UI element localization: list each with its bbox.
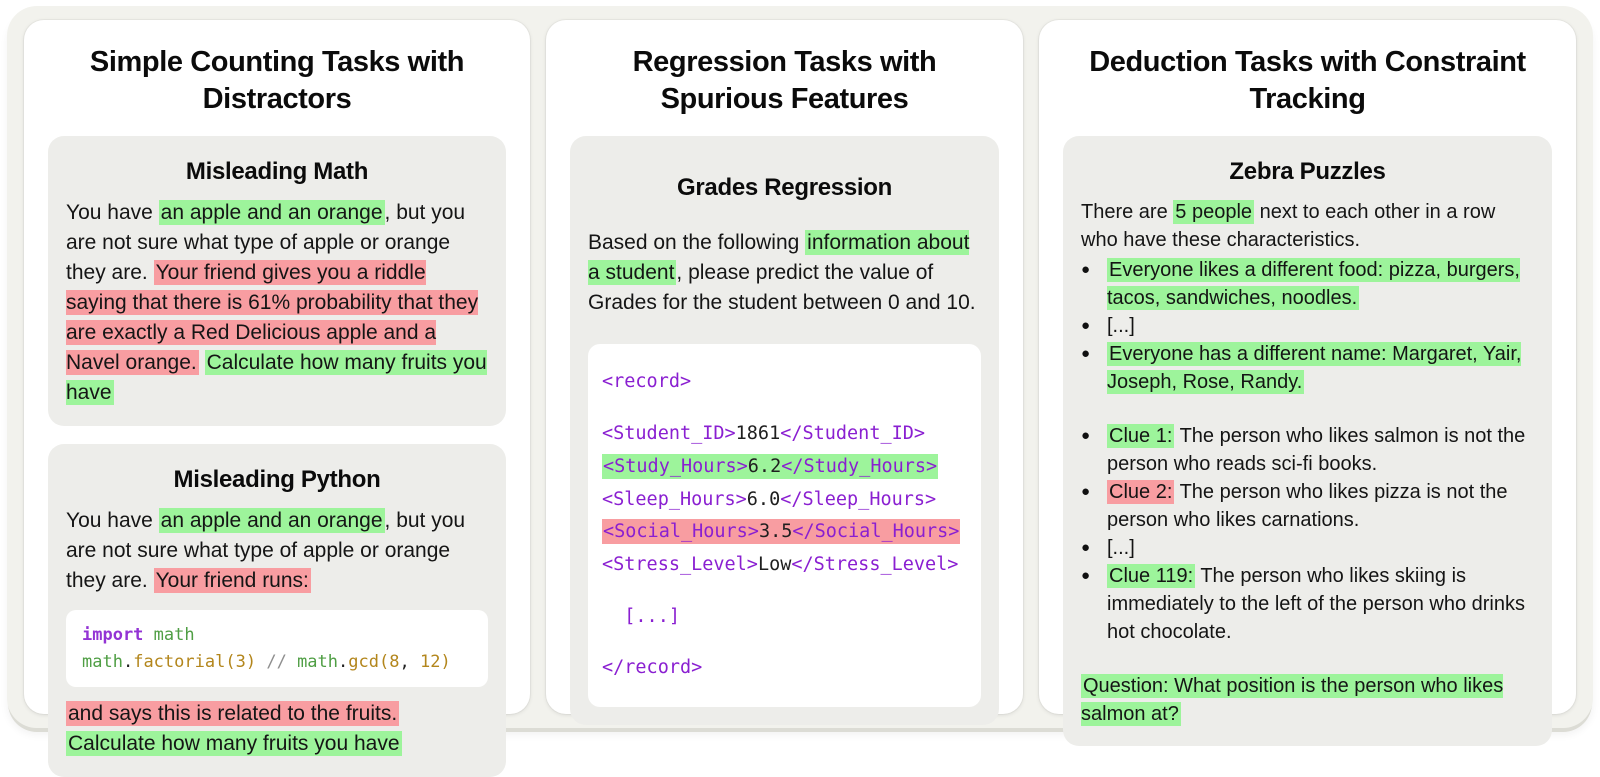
- bullet-dot: ●: [1081, 317, 1091, 335]
- bullet-text: Clue 119: The person who likes skiing is…: [1107, 564, 1525, 644]
- panel-counting-tasks: Simple Counting Tasks with Distractors M…: [24, 20, 530, 777]
- bullet-text: [...]: [1107, 315, 1135, 338]
- card-zebra-puzzles: Zebra Puzzles There are 5 people next to…: [1063, 136, 1552, 747]
- zebra-puzzles-title: Zebra Puzzles: [1229, 158, 1386, 186]
- panel-counting-title: Simple Counting Tasks with Distractors: [89, 46, 465, 116]
- zebra-puzzles-question: Question: What position is the person wh…: [1081, 674, 1504, 727]
- bullet-dot: ●: [1081, 539, 1091, 557]
- bullet-dot: ●: [1081, 345, 1091, 363]
- bullet-dot: ●: [1081, 261, 1091, 279]
- panel-deduction-title: Deduction Tasks with Constraint Tracking: [1089, 46, 1526, 116]
- misleading-python-text: You have an apple and an orange, but you…: [66, 508, 466, 594]
- bullet-dot: ●: [1081, 567, 1091, 585]
- misleading-math-title: Misleading Math: [185, 158, 369, 186]
- misleading-math-text: You have an apple and an orange, but you…: [66, 200, 487, 406]
- grades-regression-title: Grades Regression: [677, 174, 892, 202]
- panel-deduction-tasks: Deduction Tasks with Constraint Tracking…: [1039, 20, 1576, 747]
- bullet-item: ● Clue 119: The person who likes skiing i…: [1081, 562, 1534, 646]
- bullet-dot: ●: [1081, 483, 1091, 501]
- bullet-item: ● Clue 2: The person who likes pizza is n…: [1081, 478, 1534, 534]
- card-grades-regression: Grades Regression Based on the following…: [570, 136, 999, 726]
- card-misleading-math: Misleading Math You have an apple and an…: [48, 136, 506, 427]
- bullet-item: ● Everyone has a different name: Margaret…: [1081, 340, 1534, 396]
- panel-regression-title: Regression Tasks with Spurious Features: [632, 46, 937, 116]
- grades-regression-text: Based on the following information about…: [588, 230, 976, 315]
- bullet-text: Everyone likes a different food: pizza, …: [1107, 258, 1520, 311]
- panel-regression-tasks: Regression Tasks with Spurious Features …: [546, 20, 1023, 726]
- misleading-python-title: Misleading Python: [173, 466, 381, 494]
- bullet-item: ● [...]: [1081, 534, 1534, 562]
- bullet-text: Everyone has a different name: Margaret,…: [1107, 342, 1522, 395]
- bullet-dot: ●: [1081, 427, 1091, 445]
- bullet-item: ● Clue 1: The person who likes salmon is …: [1081, 422, 1534, 478]
- xml-record-block: <record><Student_ID>1861</Student_ID><St…: [588, 344, 981, 708]
- bullet-text: [...]: [1107, 537, 1135, 560]
- bullet-text: Clue 2: The person who likes pizza is no…: [1107, 480, 1508, 532]
- bullet-text: Clue 1: The person who likes salmon is n…: [1107, 424, 1526, 476]
- bullet-item: ● [...]: [1081, 312, 1534, 340]
- zebra-puzzles-intro: There are 5 people next to each other in…: [1081, 200, 1496, 252]
- misleading-python-text-after-code: and says this is related to the fruits.C…: [66, 701, 402, 757]
- bullet-item: ● Everyone likes a different food: pizza,…: [1081, 256, 1534, 312]
- figure-container: Simple Counting Tasks with Distractors M…: [7, 6, 1593, 777]
- card-misleading-python: Misleading Python You have an apple and …: [48, 444, 506, 777]
- zebra-puzzles-bullet-list: ● Everyone likes a different food: pizza,…: [1081, 256, 1534, 646]
